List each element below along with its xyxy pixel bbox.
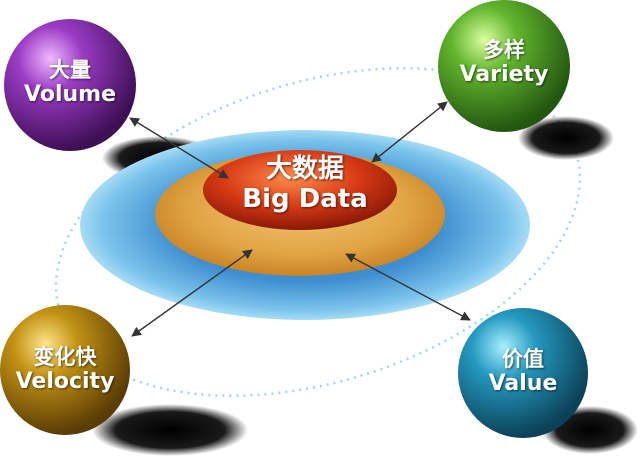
volume-sphere (4, 19, 136, 151)
value-label-en: Value (488, 371, 558, 397)
inner-core (203, 150, 397, 230)
velocity-label-en: Velocity (15, 369, 115, 395)
velocity-label-zh: 变化快 (33, 345, 97, 369)
variety-label: 多样 Variety (442, 38, 566, 87)
volume-label-zh: 大量 (49, 58, 91, 82)
arrow-volume (129, 117, 229, 179)
value-label: 价值 Value (461, 347, 585, 396)
center-label-en: Big Data (242, 183, 368, 214)
arrow-velocity (131, 249, 253, 337)
center-label: 大数据 Big Data (215, 154, 395, 215)
variety-label-en: Variety (459, 62, 549, 88)
velocity-sphere (0, 305, 130, 435)
variety-sphere (438, 0, 570, 132)
arrow-variety (371, 101, 448, 163)
velocity-shadow (92, 404, 248, 456)
arrow-value (345, 253, 471, 321)
center-label-zh: 大数据 (265, 154, 344, 184)
value-label-zh: 价值 (502, 347, 544, 371)
variety-label-zh: 多样 (483, 38, 525, 62)
volume-label-en: Volume (24, 82, 116, 108)
velocity-label: 变化快 Velocity (2, 345, 128, 394)
volume-label: 大量 Volume (8, 58, 132, 107)
variety-shadow (518, 116, 614, 160)
value-sphere (458, 308, 588, 438)
